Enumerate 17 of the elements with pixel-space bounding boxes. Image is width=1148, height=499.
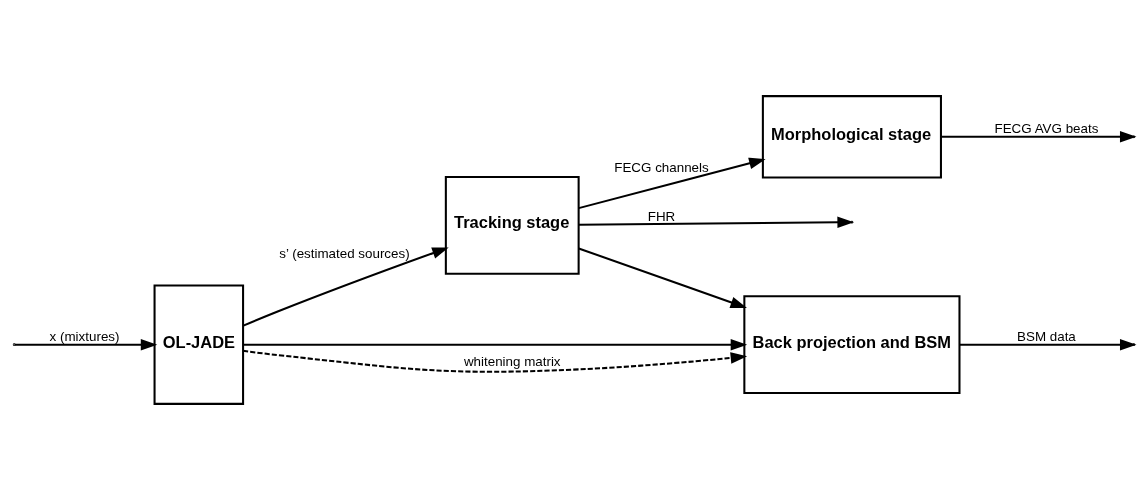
node-box: Tracking stage bbox=[444, 175, 580, 275]
node-box: Back projection and BSM bbox=[743, 294, 961, 394]
edge-label: FECG channels bbox=[614, 159, 709, 175]
node-box: OL-JADE bbox=[153, 284, 245, 405]
edge-label: FECG AVG beats bbox=[994, 120, 1099, 136]
arrow bbox=[578, 247, 747, 308]
arrow bbox=[242, 246, 449, 327]
arrow bbox=[243, 338, 748, 350]
node-box: Morphological stage bbox=[761, 94, 942, 178]
edge-label: FHR bbox=[647, 208, 676, 224]
arrow bbox=[14, 338, 158, 350]
arrow bbox=[242, 349, 748, 373]
edge-label: s’ (estimated sources) bbox=[279, 245, 410, 261]
edge-label: BSM data bbox=[1017, 328, 1076, 344]
edge-label: x (mixtures) bbox=[49, 328, 120, 344]
arrow bbox=[578, 157, 766, 209]
edge-label: whitening matrix bbox=[463, 353, 561, 369]
